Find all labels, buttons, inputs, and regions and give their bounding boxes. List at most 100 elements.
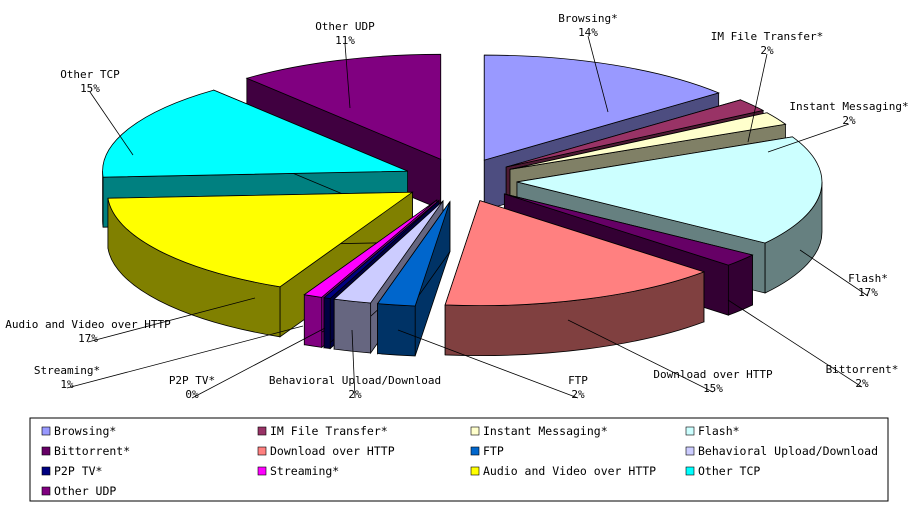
pie-slices — [102, 53, 823, 357]
label-value-behavioral-upload-download: 2% — [348, 388, 362, 401]
label-value-other-udp: 11% — [335, 34, 355, 47]
label-value-browsing: 14% — [578, 26, 598, 39]
leader-bittorrent — [727, 299, 863, 388]
legend-label: P2P TV* — [54, 464, 102, 478]
slice-top — [245, 53, 442, 160]
legend-swatch — [470, 446, 480, 456]
data-labels: Browsing*14%IM File Transfer*2%Instant M… — [5, 12, 908, 401]
label-name-other-udp: Other UDP — [315, 20, 375, 33]
leader-download-over-http — [567, 319, 714, 393]
slice-top — [323, 200, 440, 299]
label-value-download-over-http: 15% — [703, 382, 723, 395]
label-name-other-tcp: Other TCP — [60, 68, 120, 81]
legend-label: Streaming* — [270, 464, 339, 478]
legend-label: FTP — [483, 444, 504, 458]
legend-swatch — [257, 426, 267, 436]
slice-top — [333, 200, 444, 304]
legend-label: Behavioral Upload/Download — [698, 444, 878, 458]
slice-top — [102, 89, 408, 178]
legend-swatch — [470, 426, 480, 436]
leader-behavioral-upload-download — [351, 329, 356, 399]
legend-item-audio-and-video-over-http: Audio and Video over HTTP — [470, 464, 656, 478]
legend-label: Download over HTTP — [270, 444, 395, 458]
legend-label: Other TCP — [698, 464, 760, 478]
leader-other-udp — [344, 43, 351, 109]
label-name-ftp: FTP — [568, 374, 588, 387]
slice-top — [483, 54, 720, 161]
legend-label: Audio and Video over HTTP — [483, 464, 656, 478]
label-value-im-file-transfer: 2% — [760, 44, 774, 57]
legend-swatch — [41, 466, 51, 476]
label-name-flash: Flash* — [848, 272, 888, 285]
legend-item-streaming: Streaming* — [257, 464, 339, 478]
leader-flash — [799, 249, 869, 297]
legend-item-other-tcp: Other TCP — [685, 464, 760, 478]
leader-lines — [66, 35, 869, 399]
label-value-ftp: 2% — [571, 388, 585, 401]
legend-label: Bittorrent* — [54, 444, 130, 458]
slice-top — [303, 199, 438, 298]
legend-label: Other UDP — [54, 484, 116, 498]
slice-rim — [323, 297, 331, 350]
legend-item-instant-messaging: Instant Messaging* — [470, 424, 608, 438]
leader-im-file-transfer — [747, 53, 768, 143]
legend-item-bittorrent: Bittorrent* — [41, 444, 130, 458]
legend-item-download-over-http: Download over HTTP — [257, 444, 395, 458]
label-name-download-over-http: Download over HTTP — [653, 368, 773, 381]
slice-top — [444, 200, 706, 307]
legend-swatch — [470, 466, 480, 476]
label-name-audio-and-video-over-http: Audio and Video over HTTP — [5, 318, 171, 331]
label-name-streaming: Streaming* — [34, 364, 100, 377]
slice-rim — [377, 303, 416, 357]
label-name-p2p-tv: P2P TV* — [169, 374, 215, 387]
leader-instant-messaging — [767, 123, 850, 153]
legend-item-p2p-tv: P2P TV* — [41, 464, 102, 478]
legend-label: Flash* — [698, 424, 740, 438]
legend-swatch — [685, 446, 695, 456]
legend-item-flash: Flash* — [685, 424, 740, 438]
label-value-other-tcp: 15% — [80, 82, 100, 95]
label-name-im-file-transfer: IM File Transfer* — [711, 30, 824, 43]
slice-top — [504, 193, 754, 266]
leader-streaming — [66, 325, 304, 389]
label-value-streaming: 1% — [60, 378, 74, 391]
leader-p2p-tv — [191, 327, 326, 399]
legend-item-ftp: FTP — [470, 444, 504, 458]
legend-swatch — [41, 486, 51, 496]
label-name-behavioral-upload-download: Behavioral Upload/Download — [269, 374, 441, 387]
legend-item-browsing: Browsing* — [41, 424, 116, 438]
label-value-bittorrent: 2% — [855, 377, 869, 390]
slice-ftp — [376, 200, 451, 357]
legend-swatch — [685, 426, 695, 436]
legend-label: IM File Transfer* — [270, 424, 388, 438]
label-value-instant-messaging: 2% — [842, 114, 856, 127]
legend-swatch — [257, 466, 267, 476]
label-name-instant-messaging: Instant Messaging* — [789, 100, 908, 113]
legend-item-other-udp: Other UDP — [41, 484, 116, 498]
slice-top — [516, 136, 823, 244]
slice-rim — [303, 294, 323, 348]
slice-top — [506, 99, 765, 168]
label-value-flash: 17% — [858, 286, 878, 299]
label-value-audio-and-video-over-http: 17% — [78, 332, 98, 345]
leader-ftp — [397, 329, 579, 399]
leader-audio-and-video-over-http — [87, 297, 256, 343]
legend-swatch — [257, 446, 267, 456]
legend-swatch — [41, 446, 51, 456]
legend-label: Browsing* — [54, 424, 116, 438]
legend-box — [29, 417, 889, 502]
legend-swatch — [41, 426, 51, 436]
slice-top — [509, 112, 787, 170]
slice-top — [107, 191, 414, 288]
slice-top — [376, 201, 451, 307]
label-value-p2p-tv: 0% — [185, 388, 199, 401]
leader-other-tcp — [89, 91, 134, 156]
slice-download-over-http — [444, 200, 706, 357]
leader-browsing — [587, 35, 609, 113]
legend-swatch — [685, 466, 695, 476]
legend-label: Instant Messaging* — [483, 424, 608, 438]
label-name-browsing: Browsing* — [558, 12, 618, 25]
legend-item-im-file-transfer: IM File Transfer* — [257, 424, 388, 438]
label-name-bittorrent: Bittorrent* — [826, 363, 899, 376]
